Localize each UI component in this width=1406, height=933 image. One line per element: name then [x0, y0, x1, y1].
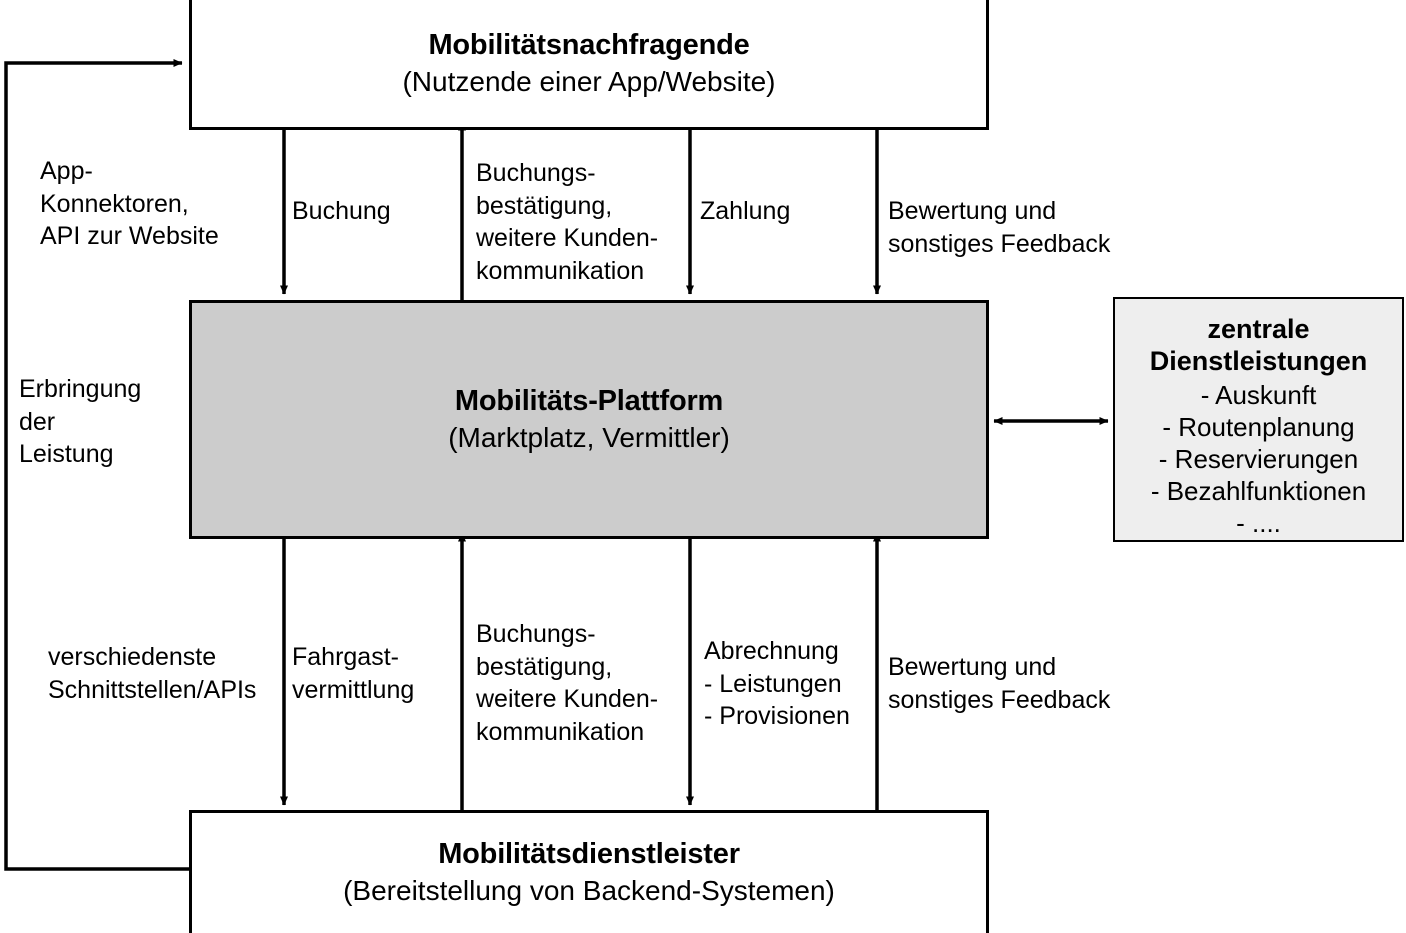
node-services-item: - Reservierungen	[1158, 443, 1359, 474]
node-services-item: - Auskunft	[1200, 379, 1317, 410]
node-services-item: - Bezahlfunktionen	[1150, 475, 1367, 506]
node-provider-subtitle: (Bereitstellung von Backend-Systemen)	[343, 875, 835, 907]
node-central-services[interactable]: zentrale Dienstleistungen - Auskunft - R…	[1113, 297, 1404, 542]
node-platform-subtitle: (Marktplatz, Vermittler)	[448, 421, 730, 453]
node-services-title-line1: zentrale	[1207, 314, 1310, 344]
edge-label-fahrgastvermittlung: Fahrgast- vermittlung	[292, 643, 415, 704]
edge-label-erbringung-der-leistung: Erbringung der Leistung	[19, 375, 142, 468]
edge-label-zahlung: Zahlung	[700, 197, 791, 225]
edge-label-buchung: Buchung	[292, 197, 391, 225]
edge-label-buchungsbestaetigung-bottom: Buchungs- bestätigung, weitere Kunden- k…	[476, 620, 659, 746]
edge-label-abrechnung: Abrechnung - Leistungen - Provisionen	[704, 637, 850, 730]
edge-label-schnittstellen-apis: verschiedenste Schnittstellen/APIs	[48, 643, 257, 704]
node-provider-title: Mobilitätsdienstleister	[438, 838, 740, 871]
node-mobility-platform[interactable]: Mobilitäts-Plattform (Marktplatz, Vermit…	[189, 300, 989, 539]
node-demand-title: Mobilitätsnachfragende	[428, 28, 750, 61]
edge-label-app-konnektoren: App- Konnektoren, API zur Website	[40, 157, 219, 250]
node-platform-title: Mobilitäts-Plattform	[454, 384, 724, 417]
node-mobility-demand[interactable]: Mobilitätsnachfragende (Nutzende einer A…	[189, 0, 989, 130]
node-services-title: zentrale Dienstleistungen	[1150, 313, 1368, 378]
edge-label-bewertung-top: Bewertung und sonstiges Feedback	[888, 197, 1111, 258]
node-services-title-line2: Dienstleistungen	[1149, 346, 1368, 377]
edge-label-bewertung-bottom: Bewertung und sonstiges Feedback	[888, 653, 1111, 714]
node-services-list: - Auskunft - Routenplanung - Reservierun…	[1151, 380, 1366, 540]
node-demand-subtitle: (Nutzende einer App/Website)	[402, 65, 776, 97]
node-services-item: - ....	[1236, 507, 1281, 538]
node-mobility-provider[interactable]: Mobilitätsdienstleister (Bereitstellung …	[189, 810, 989, 933]
node-services-item: - Routenplanung	[1162, 411, 1355, 442]
edge-label-buchungsbestaetigung-top: Buchungs- bestätigung, weitere Kunden- k…	[476, 159, 659, 285]
